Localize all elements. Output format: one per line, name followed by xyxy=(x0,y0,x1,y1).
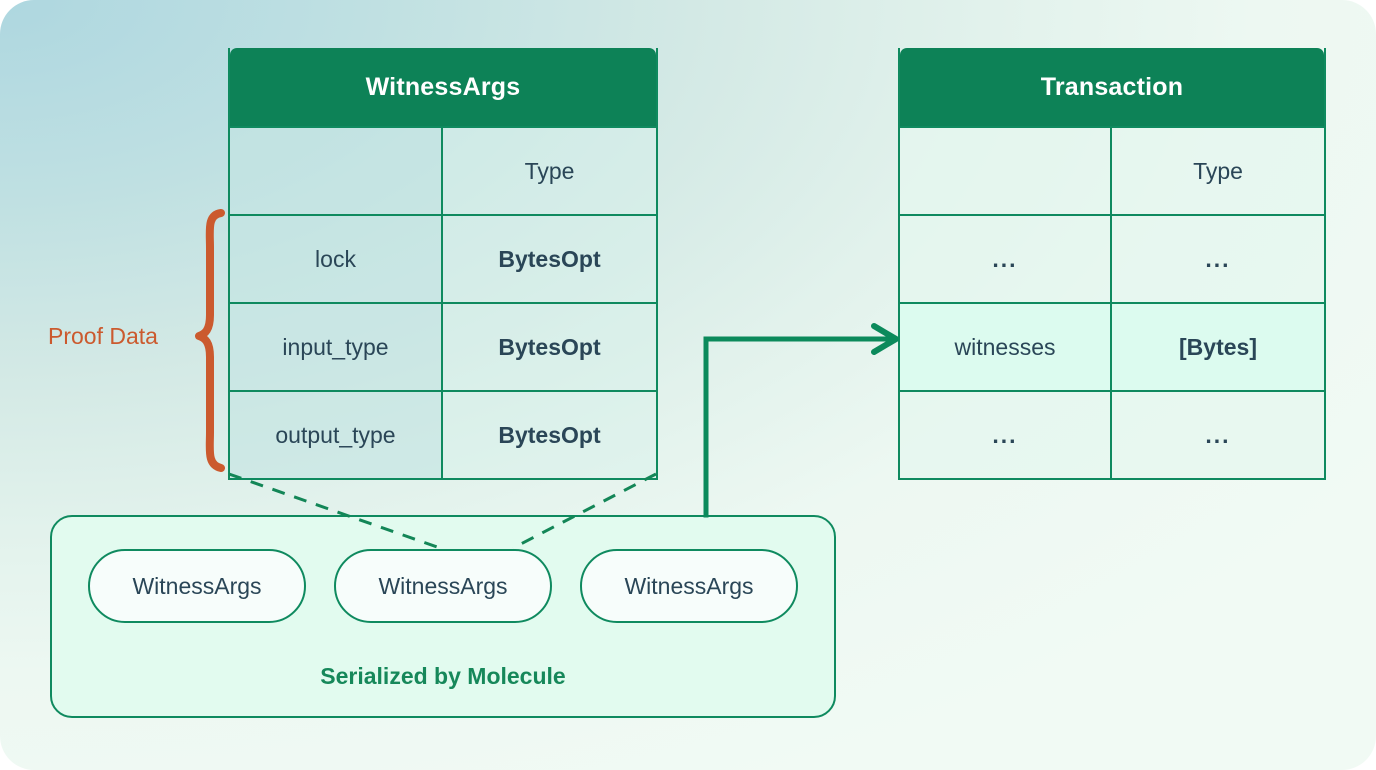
cell-type-ellipsis: ... xyxy=(1205,421,1231,448)
cell-name: lock xyxy=(230,216,443,302)
serialized-caption: Serialized by Molecule xyxy=(320,663,566,689)
witnessargs-table-title: WitnessArgs xyxy=(230,48,656,126)
witnessargs-pill: WitnessArgs xyxy=(88,549,306,623)
table-row: lock BytesOpt xyxy=(230,214,656,302)
proof-data-brace xyxy=(195,209,225,472)
witnessargs-table: WitnessArgs Type lock BytesOpt input_typ… xyxy=(228,48,658,480)
witnessargs-pill: WitnessArgs xyxy=(580,549,798,623)
cell-type: BytesOpt xyxy=(498,421,601,448)
table-row: output_type BytesOpt xyxy=(230,390,656,478)
table-row: Type xyxy=(900,126,1324,214)
witnesses-arrowhead xyxy=(871,323,899,355)
cell-name: output_type xyxy=(230,392,443,478)
cell-name: witnesses xyxy=(900,304,1112,390)
table-row: ... ... xyxy=(900,390,1324,478)
proof-data-label: Proof Data xyxy=(48,323,158,349)
cell-type: [Bytes] xyxy=(1179,333,1257,360)
cell-type-ellipsis: ... xyxy=(1205,245,1231,272)
cell-type: BytesOpt xyxy=(498,333,601,360)
cell-name xyxy=(230,128,443,214)
cell-name xyxy=(900,128,1112,214)
table-row: Type xyxy=(230,126,656,214)
serialized-panel: WitnessArgs WitnessArgs WitnessArgs Seri… xyxy=(50,515,836,718)
transaction-table: Transaction Type ... ... witnesses [Byte… xyxy=(898,48,1326,480)
table-row: input_type BytesOpt xyxy=(230,302,656,390)
witnessargs-pill-row: WitnessArgs WitnessArgs WitnessArgs xyxy=(52,549,834,623)
cell-name: input_type xyxy=(230,304,443,390)
witnesses-arrow xyxy=(703,336,892,518)
table-row: ... ... xyxy=(900,214,1324,302)
table-row-witnesses: witnesses [Bytes] xyxy=(900,302,1324,390)
cell-type: BytesOpt xyxy=(498,245,601,272)
cell-type-header: Type xyxy=(1193,157,1243,184)
cell-name-ellipsis: ... xyxy=(900,216,1112,302)
cell-type-header: Type xyxy=(524,157,575,184)
transaction-table-title: Transaction xyxy=(900,48,1324,126)
cell-name-ellipsis: ... xyxy=(900,392,1112,478)
witnessargs-pill: WitnessArgs xyxy=(334,549,552,623)
